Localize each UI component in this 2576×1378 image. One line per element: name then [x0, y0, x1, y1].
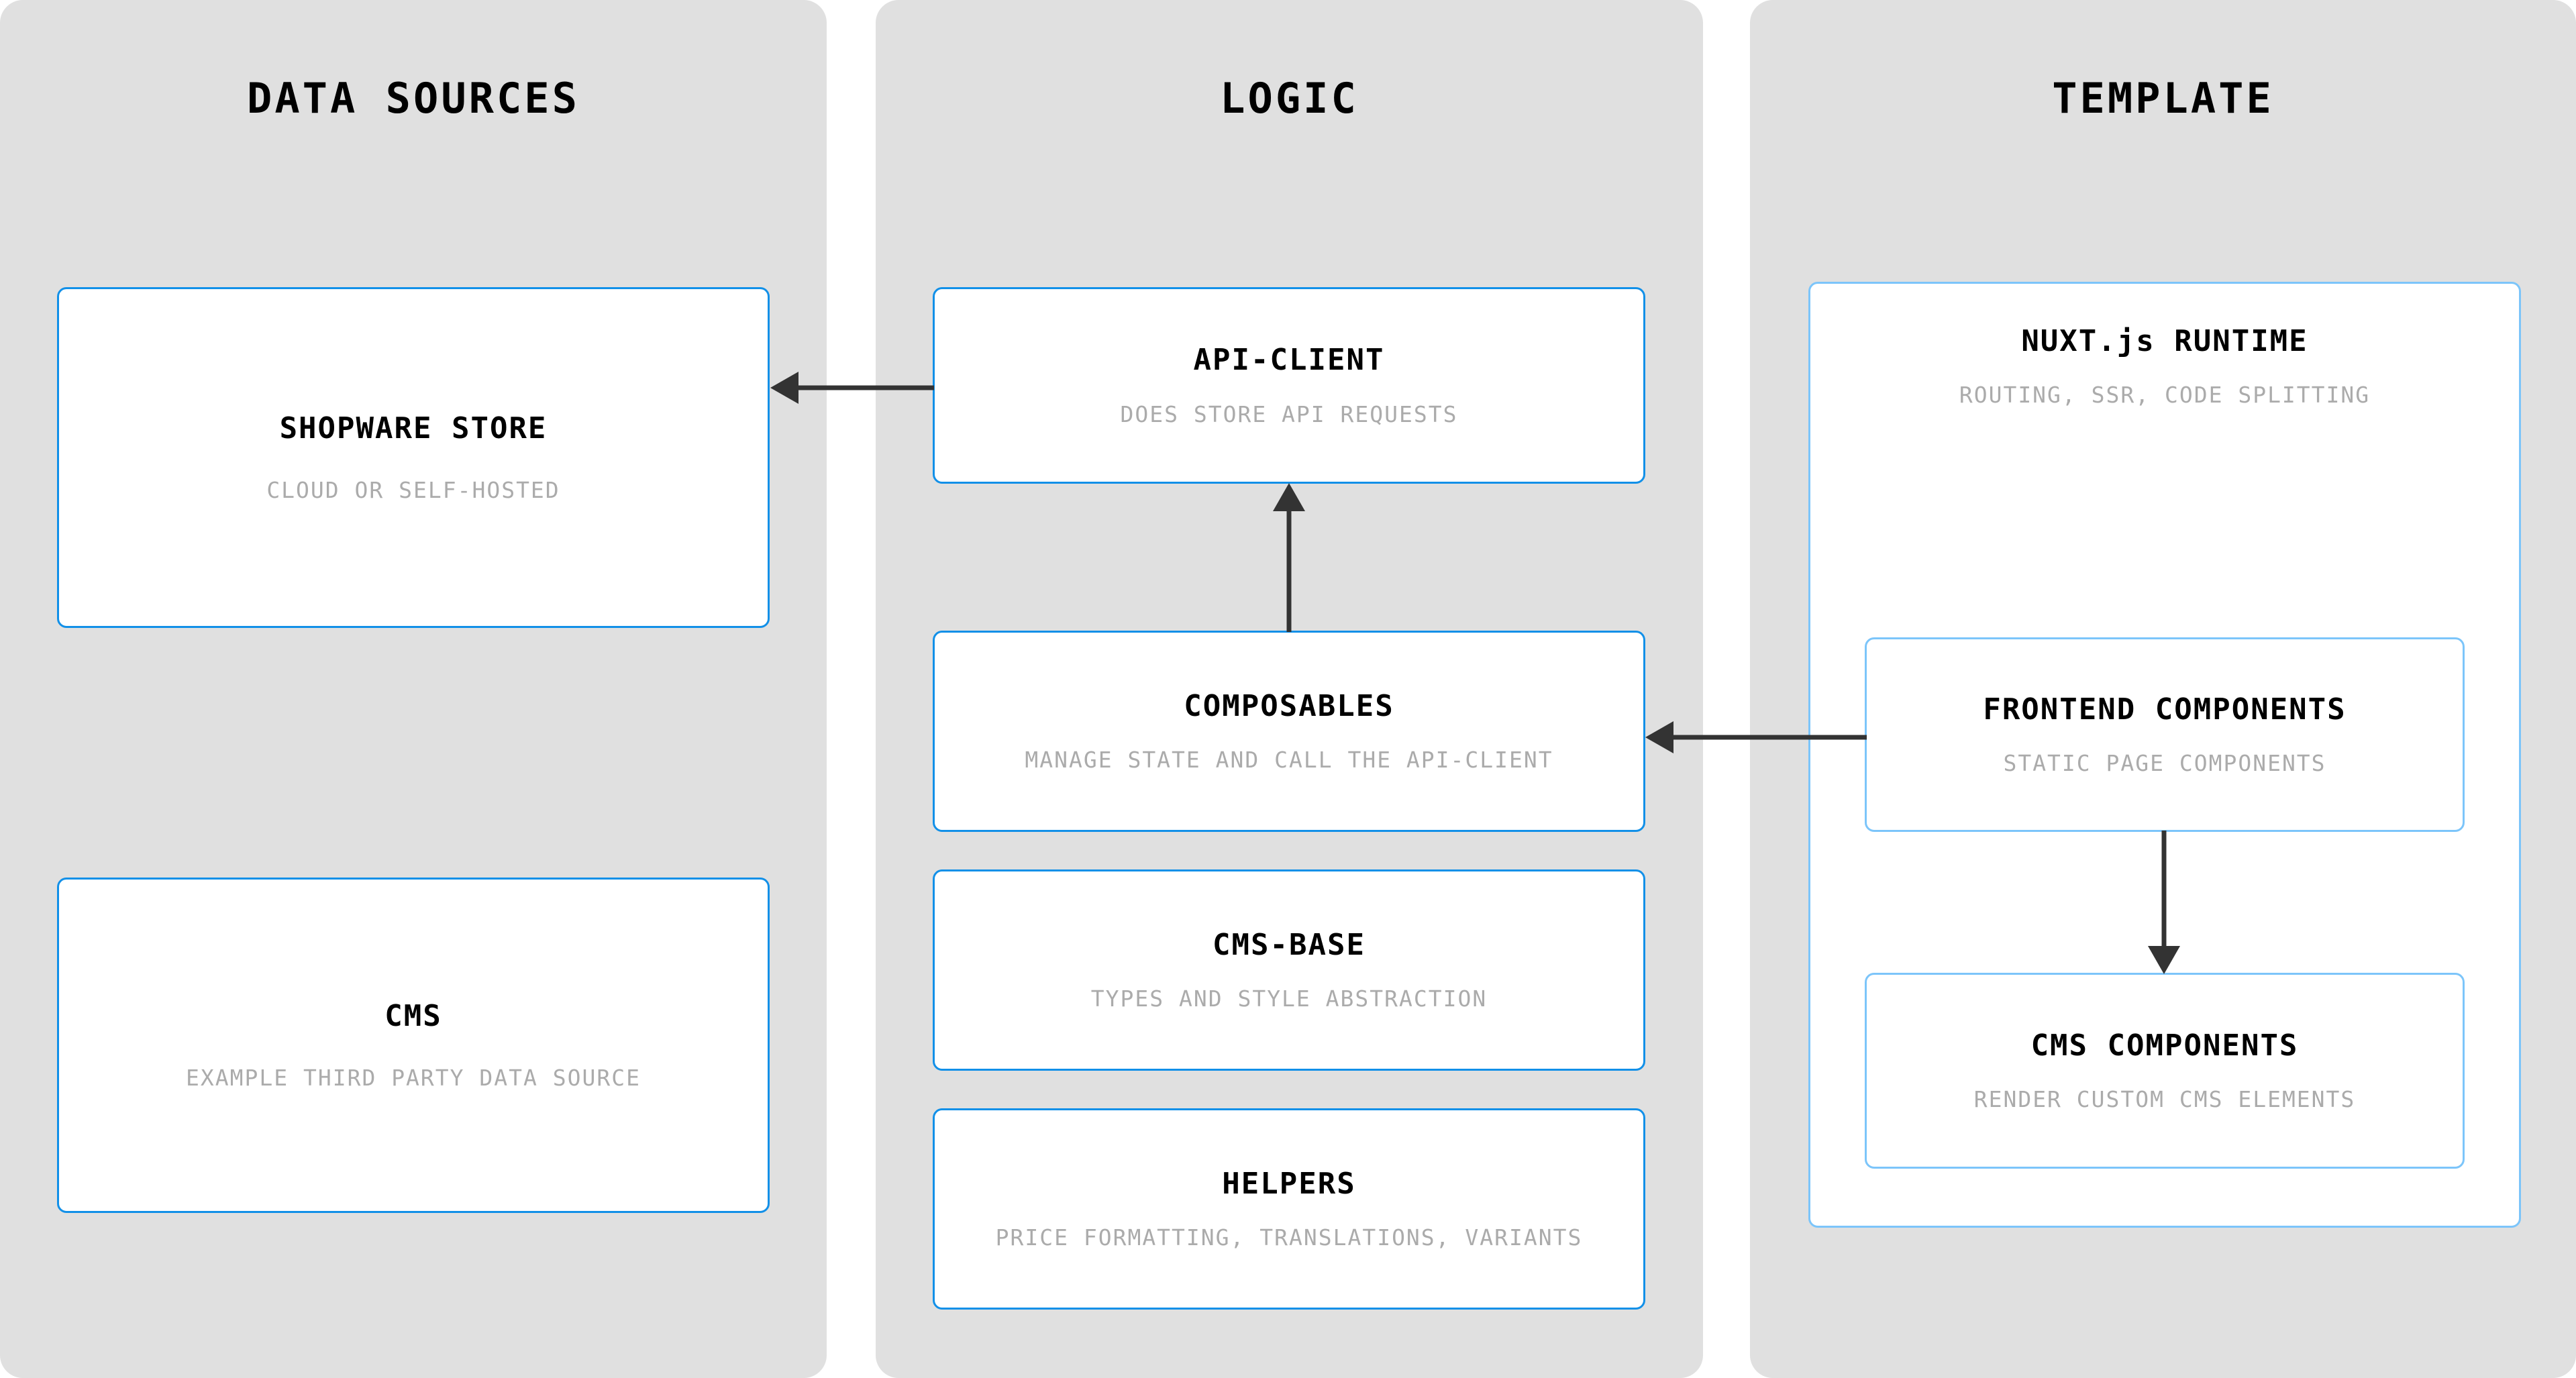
node-composables[interactable]: COMPOSABLES MANAGE STATE AND CALL THE AP… — [933, 631, 1645, 832]
node-title-helpers: HELPERS — [1222, 1166, 1356, 1201]
node-cms-base[interactable]: CMS-BASE TYPES AND STYLE ABSTRACTION — [933, 869, 1645, 1071]
node-title-shopware-store: SHOPWARE STORE — [279, 411, 548, 445]
node-shopware-store[interactable]: SHOPWARE STORE CLOUD OR SELF-HOSTED — [57, 287, 770, 628]
node-helpers[interactable]: HELPERS PRICE FORMATTING, TRANSLATIONS, … — [933, 1108, 1645, 1310]
node-subtitle-frontend-components: STATIC PAGE COMPONENTS — [2003, 750, 2326, 777]
node-subtitle-api-client: DOES STORE API REQUESTS — [1120, 401, 1458, 427]
node-title-cms-base: CMS-BASE — [1213, 927, 1366, 962]
node-title-cms-components: CMS COMPONENTS — [2030, 1028, 2299, 1063]
node-frontend-components[interactable]: FRONTEND COMPONENTS STATIC PAGE COMPONEN… — [1865, 637, 2465, 832]
node-title-api-client: API-CLIENT — [1193, 343, 1385, 378]
node-cms-components[interactable]: CMS COMPONENTS RENDER CUSTOM CMS ELEMENT… — [1865, 973, 2465, 1169]
node-subtitle-cms-base: TYPES AND STYLE ABSTRACTION — [1090, 986, 1488, 1012]
node-subtitle-shopware-store: CLOUD OR SELF-HOSTED — [266, 477, 560, 504]
nuxt-runtime-heading: NUXT.js RUNTIME ROUTING, SSR, CODE SPLIT… — [1810, 325, 2519, 408]
node-title-frontend-components: FRONTEND COMPONENTS — [1983, 692, 2347, 727]
node-title-cms: CMS — [384, 998, 442, 1033]
node-title-nuxt-runtime: NUXT.js RUNTIME — [2021, 324, 2308, 358]
node-title-composables: COMPOSABLES — [1184, 688, 1394, 723]
panel-title-data-sources: DATA SOURCES — [247, 74, 580, 123]
node-subtitle-nuxt-runtime: ROUTING, SSR, CODE SPLITTING — [1959, 382, 2371, 409]
node-cms[interactable]: CMS EXAMPLE THIRD PARTY DATA SOURCE — [57, 878, 770, 1213]
node-subtitle-helpers: PRICE FORMATTING, TRANSLATIONS, VARIANTS — [995, 1224, 1583, 1251]
node-subtitle-cms: EXAMPLE THIRD PARTY DATA SOURCE — [186, 1065, 641, 1092]
node-subtitle-composables: MANAGE STATE AND CALL THE API-CLIENT — [1025, 747, 1553, 774]
node-subtitle-cms-components: RENDER CUSTOM CMS ELEMENTS — [1973, 1086, 2356, 1113]
panel-title-template: TEMPLATE — [2052, 74, 2274, 123]
node-api-client[interactable]: API-CLIENT DOES STORE API REQUESTS — [933, 287, 1645, 484]
panel-title-logic: LOGIC — [1220, 74, 1359, 123]
